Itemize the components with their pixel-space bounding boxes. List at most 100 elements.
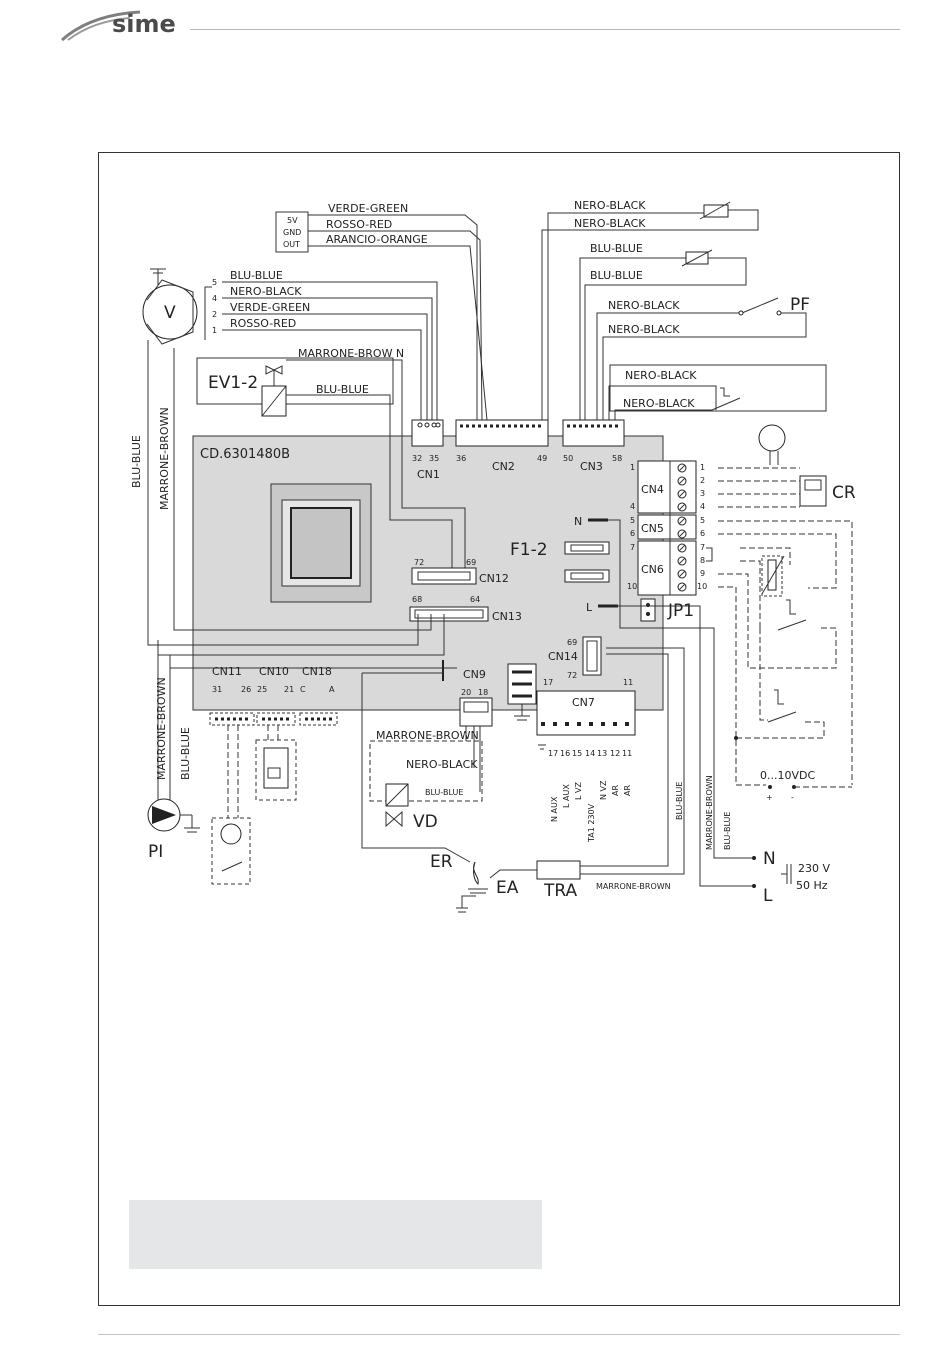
cn9-pin-20: 20 [461,688,471,697]
sensor-gnd: GND [283,228,301,237]
cn7-num-16: 16 [560,749,570,758]
display-module [270,483,372,603]
ev-wire-blu-blue: BLU-BLUE [316,383,369,396]
cn13-pin-64: 64 [470,595,480,604]
tb-ext-8: 8 [700,556,705,565]
connector-cn18: CN18 C A [299,665,338,726]
vd-nero-black: NERO-BLACK [406,758,478,771]
cn10-pin-21: 21 [284,685,294,694]
jp1-jumper: JP1 [640,598,694,622]
tb-ext-10: 10 [697,582,707,591]
tb-ext-9: 9 [700,569,705,578]
tb-ext-7: 7 [700,543,705,552]
cn12-label: CN12 [479,572,509,585]
cn14-pin-69: 69 [567,638,577,647]
cn14-pin-72: 72 [567,671,577,680]
ntc1-wire-a: NERO-BLACK [574,199,646,212]
connector-cn11: CN11 31 26 [209,665,255,726]
cn9-label: CN9 [463,668,486,681]
st-wire-b: NERO-BLACK [623,397,695,410]
pi-label: PI [148,842,163,862]
cn3-pin-58: 58 [612,454,622,463]
cn3-pin-50: 50 [563,454,573,463]
cn2-label: CN2 [492,460,515,473]
pressure-switch-pf: PF NERO-BLACK NERO-BLACK [596,295,810,420]
fan-wire-blu-blue: BLU-BLUE [230,269,283,282]
cn10-pin-25: 25 [257,685,267,694]
cn7-term-l-aux: L AUX [562,784,571,808]
left-blu-blue: BLU-BLUE [130,435,143,488]
connector-cn14: 69 72 CN14 [548,636,602,680]
cn1-pin-32: 32 [412,454,422,463]
cn7-term-n-aux: N AUX [550,796,559,822]
fan-wire-rosso-red: ROSSO-RED [230,317,296,330]
ev-wire-marrone-brown: MARRONE-BROW N [298,347,404,360]
fan-v: EV1-2 V 5 4 2 1 [142,268,217,345]
ntc1-wire-b: NERO-BLACK [574,217,646,230]
connector-cn13: 68 64 CN13 [409,595,522,623]
external-devices-bottom-left [211,725,297,885]
tb-ext-3: 3 [700,489,705,498]
power-l: L [763,886,773,906]
cn18-label: CN18 [302,665,332,678]
sensor-out: OUT [283,240,300,249]
ntc-sensor-1: NERO-BLACK NERO-BLACK [541,199,759,420]
connector-cn7: 17 11 CN7 17 16 15 14 13 12 11 N AUX L A… [536,678,636,843]
vd-marrone-brown: MARRONE-BROWN [376,729,479,742]
left-wire-runs: BLU-BLUE MARRONE-BROWN MARRONE-BROWN BLU… [130,340,457,802]
external-thermostats [761,555,807,723]
fuse-label: F1-2 [510,540,548,560]
tb-pin-5: 5 [630,516,635,525]
terminal-screws [677,463,687,592]
cn7-pin-11: 11 [623,678,633,687]
tra-blu-blue: BLU-BLUE [675,782,684,820]
pump-marrone-brown: MARRONE-BROWN [155,677,168,780]
tra-marrone-brown: MARRONE-BROWN [596,882,671,891]
fan-wire-nero-black: NERO-BLACK [230,285,302,298]
cn11-pin-31: 31 [212,685,222,694]
earth-block [507,663,537,721]
sensor-5v: 5V [287,216,298,225]
fan-wires: BLU-BLUE NERO-BLACK VERDE-GREEN ROSSO-RE… [222,269,438,420]
tra-label: TRA [543,881,578,901]
gas-valve-vd: MARRONE-BROWN NERO-BLACK BLU-BLUE VD [369,726,483,832]
header-rule [190,29,900,30]
pf-label: PF [790,295,810,315]
er-label: ER [430,852,453,872]
ignition-electrodes: ER EA TRA MARRONE-BROWN BLU-BLUE [430,647,685,913]
fan-pin-4: 4 [212,294,217,303]
fan-pin-1: 1 [212,326,217,335]
tb-pin-7: 7 [630,543,635,552]
power-supply: MARRONE-BROWN BLU-BLUE N L 230 V 50 Hz [608,519,830,906]
terminal-block: CN4 CN5 CN6 1 4 5 6 7 10 1 2 3 4 5 6 7 8… [627,460,713,596]
cn2-pin-36: 36 [456,454,466,463]
cn7-num-17: 17 [548,749,558,758]
connector-cn1: 32 35 CN1 [411,419,444,481]
tb-ext-2: 2 [700,476,705,485]
cr-label: CR [832,483,856,503]
cn2-pin-49: 49 [537,454,547,463]
cn7-num-15: 15 [572,749,582,758]
pf-wire-a: NERO-BLACK [608,299,680,312]
diagram-frame [98,152,900,1306]
tb-ext-6: 6 [700,529,705,538]
cn7-num-13: 13 [597,749,607,758]
tb-ext-1: 1 [700,463,705,472]
pump-pi: PI [147,798,200,862]
cn9-pin-18: 18 [478,688,488,697]
cn5-label: CN5 [641,522,664,535]
cn3-label: CN3 [580,460,603,473]
cn7-pin-17: 17 [543,678,553,687]
fan-v-label: V [164,303,176,323]
analog-minus: - [791,793,794,802]
analog-input: 0...10VDC + - [760,769,852,802]
logo-text: sime [112,10,176,38]
cn7-term-ta1: TA1 230V [587,803,596,843]
cn7-term-l-vz: L VZ [574,782,583,800]
cn7-num-14: 14 [585,749,595,758]
power-frequency: 50 Hz [796,879,828,892]
ntc2-wire-b: BLU-BLUE [590,269,643,282]
room-controller-cr: CR [799,475,856,507]
cn10-label: CN10 [259,665,289,678]
cn14-label: CN14 [548,650,578,663]
